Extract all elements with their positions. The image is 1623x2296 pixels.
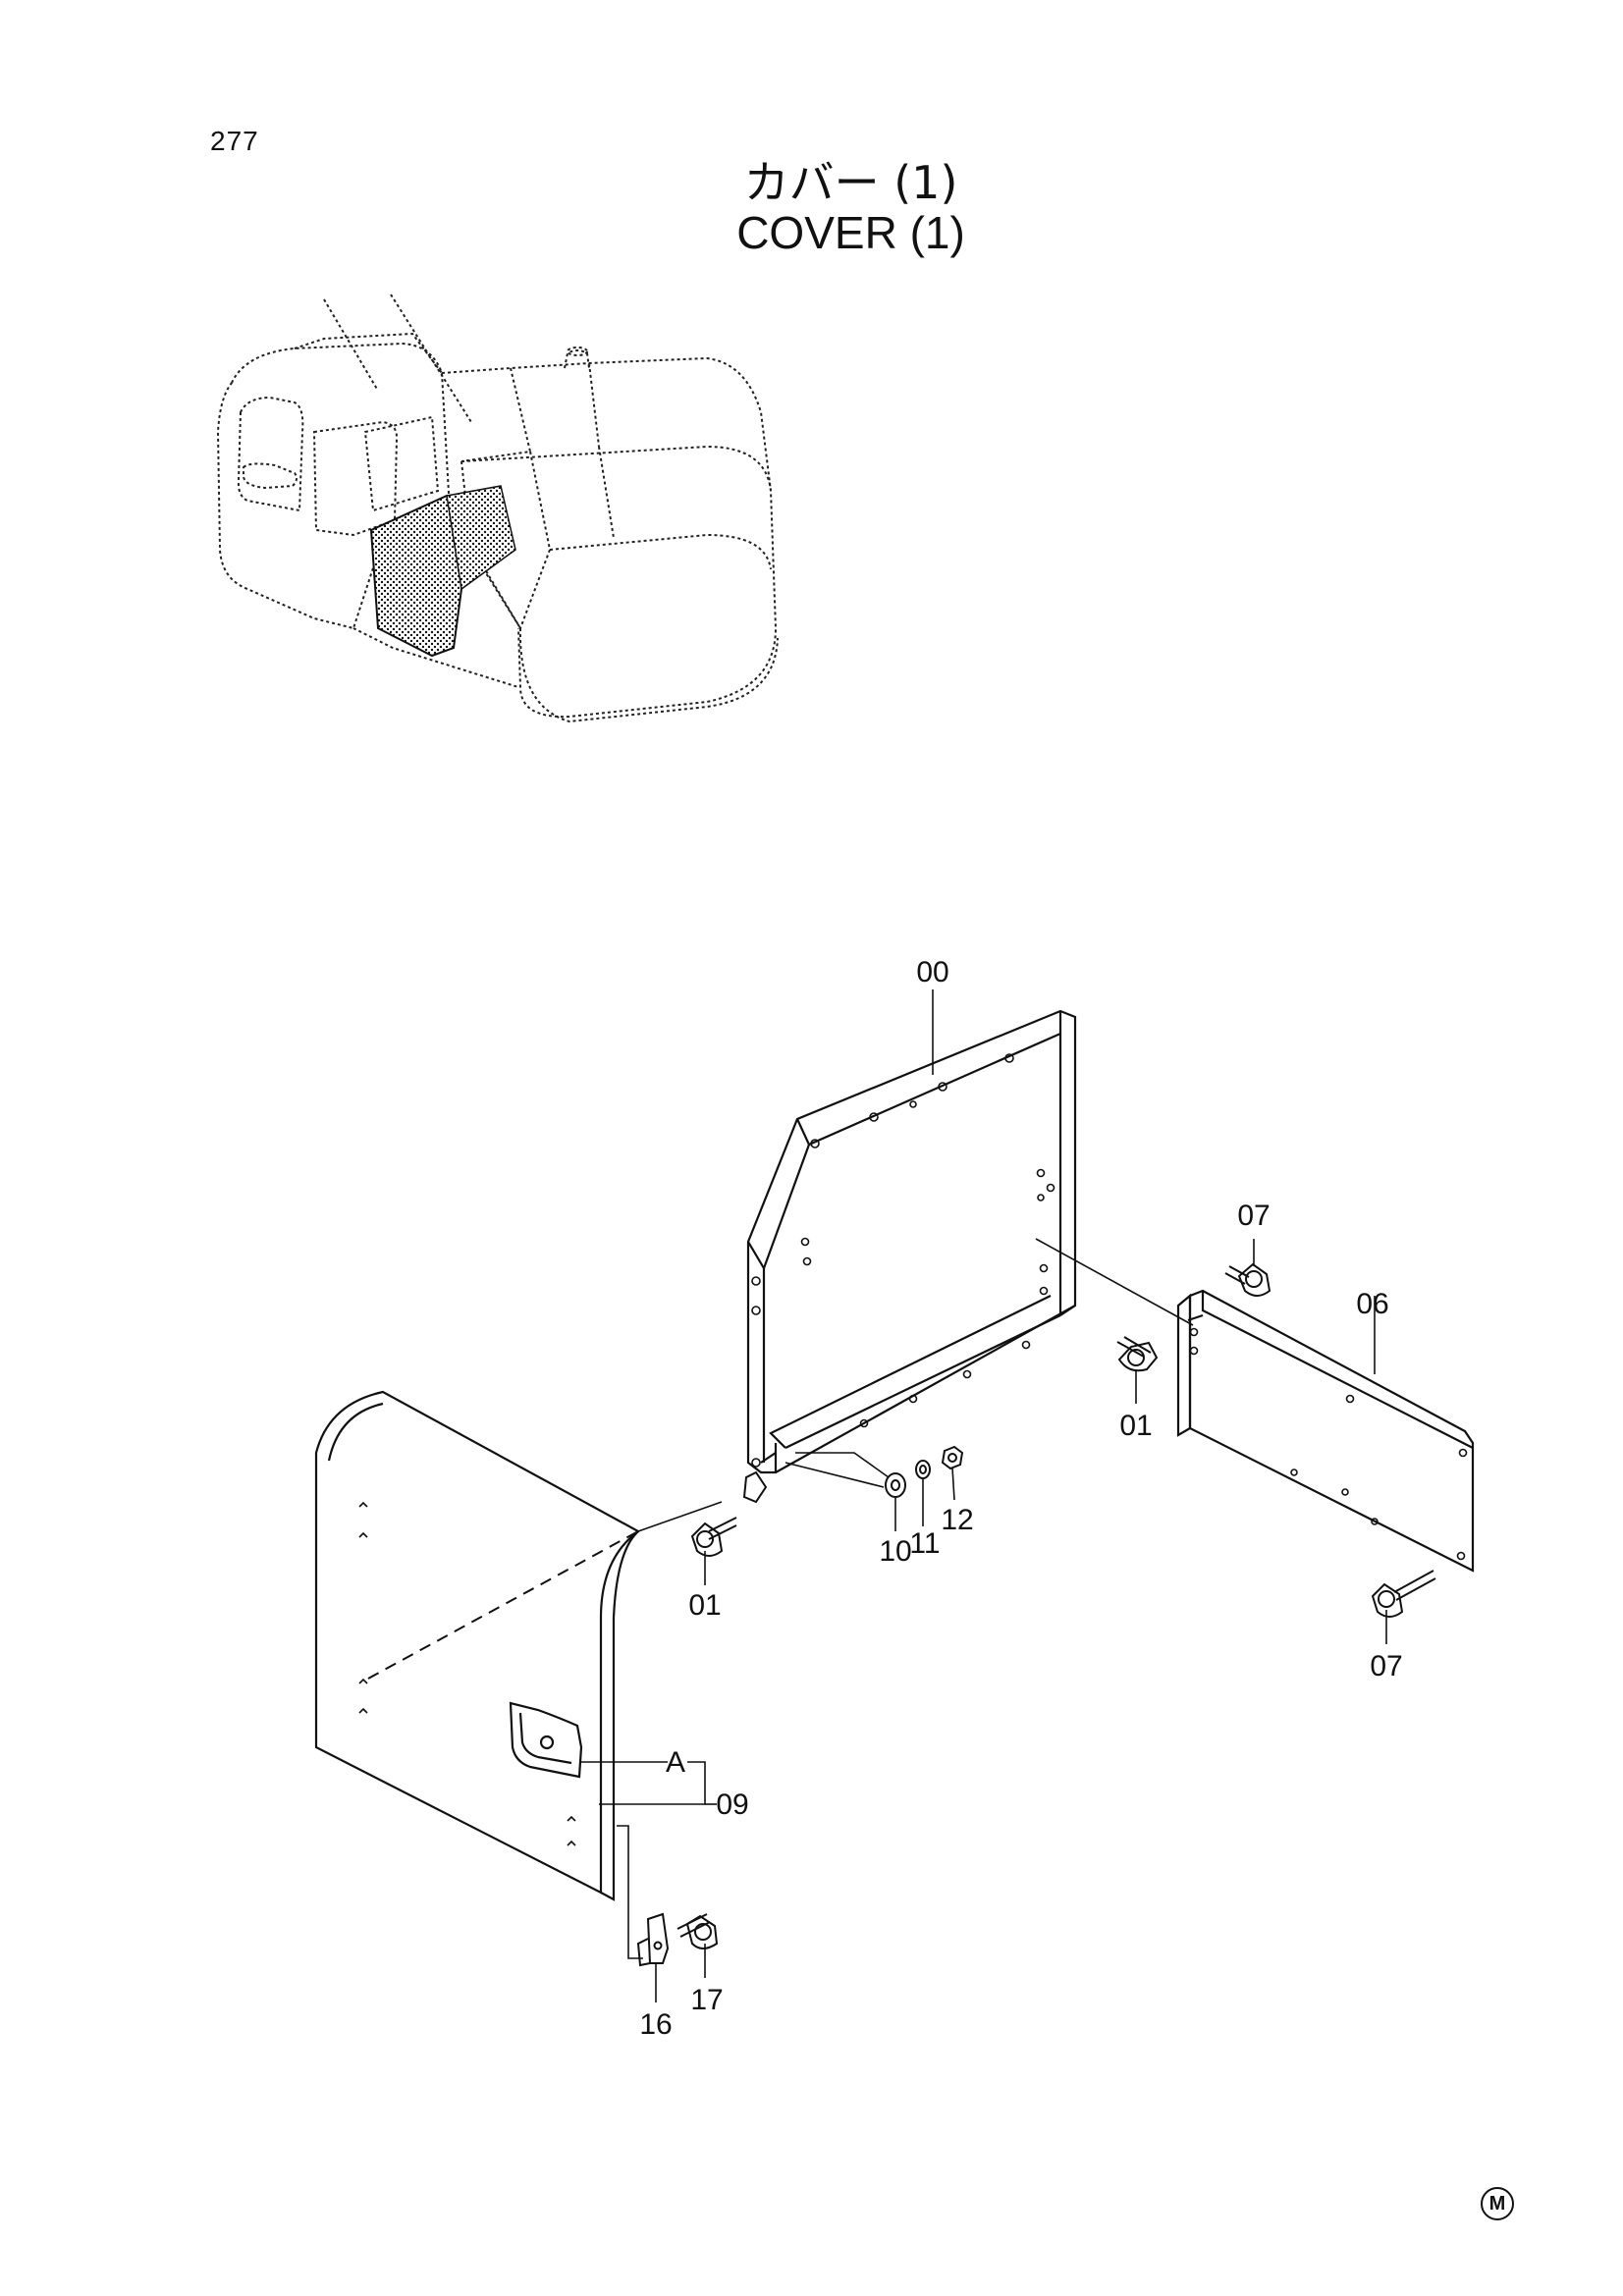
- bolt-07-upper: [1224, 1262, 1271, 1297]
- bolt-17: [676, 1913, 719, 1949]
- leader-lines: [579, 989, 1387, 2002]
- nut-12: [941, 1445, 964, 1470]
- callout-00: 00: [916, 956, 948, 988]
- frame-part-00: [746, 1009, 1077, 1474]
- door-part-09: [314, 1390, 641, 1901]
- highlighted-cover: [369, 485, 516, 658]
- washer-11: [915, 1460, 931, 1479]
- callout-09: 09: [716, 1789, 748, 1821]
- callout-10: 10: [879, 1535, 911, 1568]
- door-holes: [358, 1501, 576, 1846]
- callout-07-lower: 07: [1370, 1650, 1402, 1682]
- hidden-edge: [367, 1530, 639, 1680]
- page-title-japanese: カバー (1): [743, 156, 958, 209]
- catch-16: [636, 1912, 670, 1967]
- plate-holes: [1189, 1327, 1468, 1561]
- plate-part-06: [1176, 1289, 1475, 1573]
- callout-11: 11: [909, 1527, 940, 1560]
- callout-A: A: [666, 1746, 685, 1779]
- callout-12: 12: [941, 1504, 973, 1536]
- circled-m-mark: M: [1481, 2187, 1514, 2220]
- page-number: 277: [210, 126, 259, 156]
- callout-01-upper: 01: [1119, 1410, 1152, 1442]
- latch-bracket: [742, 1470, 768, 1504]
- bolt-07-lower: [1371, 1570, 1436, 1618]
- callout-06: 06: [1356, 1288, 1388, 1320]
- bolt-01-lower: [690, 1517, 737, 1557]
- callout-16: 16: [639, 2008, 672, 2041]
- callout-01-lower: 01: [688, 1589, 721, 1622]
- callout-07-upper: 07: [1237, 1200, 1270, 1232]
- frame-holes: [751, 1053, 1055, 1468]
- callout-17: 17: [690, 1984, 723, 2016]
- page-title-english: COVER (1): [736, 207, 965, 258]
- bolt-01-upper: [1116, 1336, 1159, 1372]
